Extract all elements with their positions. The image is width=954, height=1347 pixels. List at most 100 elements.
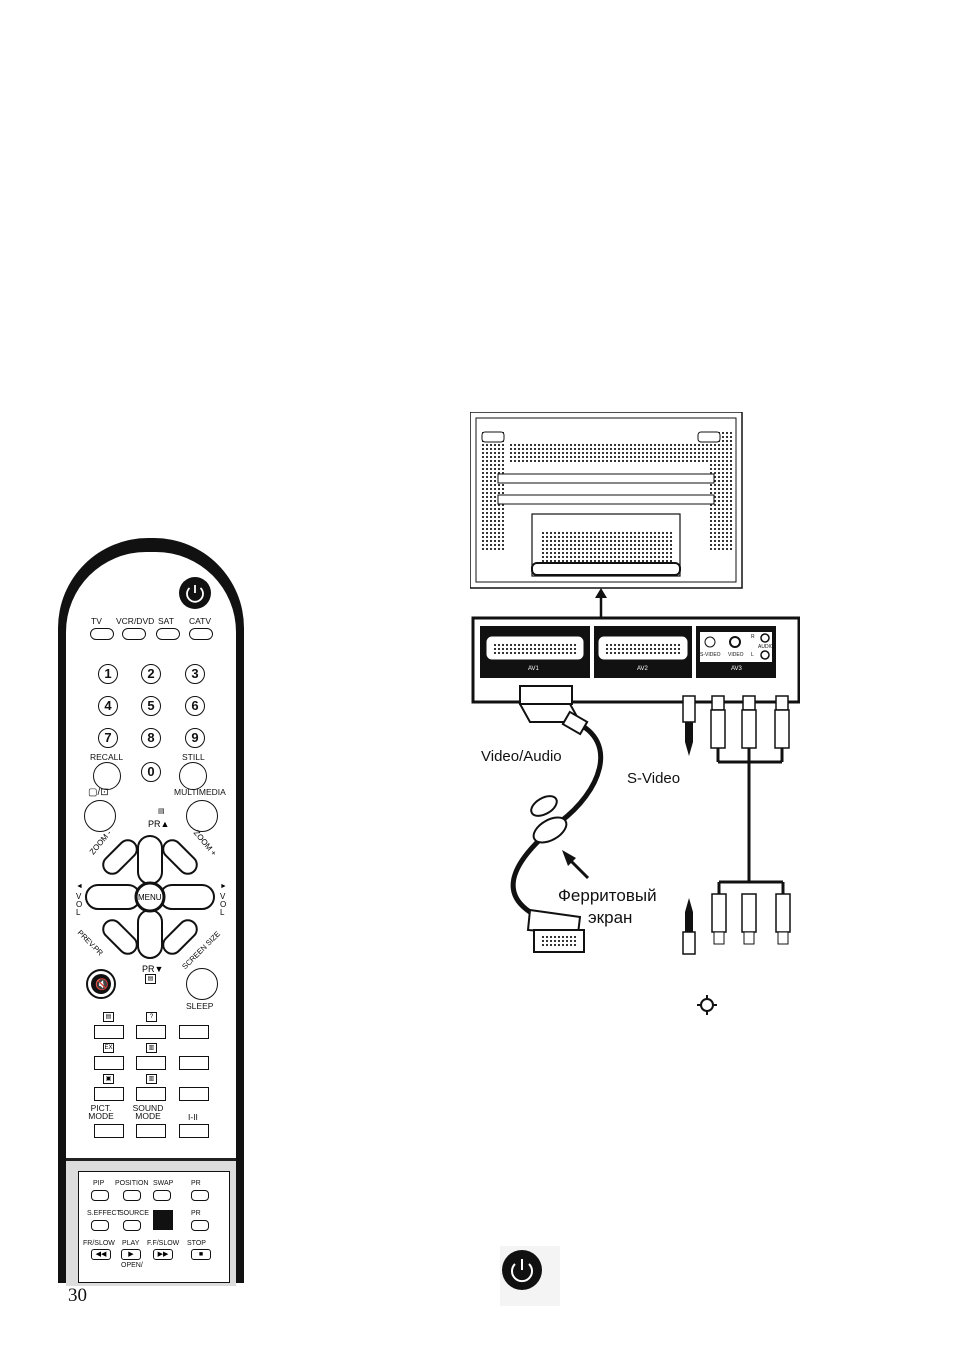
catv-button[interactable] bbox=[189, 628, 213, 640]
digit-0-button[interactable]: 0 bbox=[141, 762, 161, 782]
pr-down-label: PR▼ bbox=[142, 964, 163, 974]
sleep-label: SLEEP bbox=[186, 1001, 214, 1011]
sound-mode-label: SOUND MODE bbox=[132, 1103, 164, 1121]
digit-7-button[interactable]: 7 bbox=[98, 728, 118, 748]
teletext-button-3[interactable] bbox=[179, 1025, 209, 1039]
menu-button bbox=[134, 881, 166, 913]
svg-text:V: V bbox=[220, 892, 226, 901]
digit-9-button[interactable]: 9 bbox=[185, 728, 205, 748]
teletext-button-8[interactable] bbox=[136, 1087, 166, 1101]
tv-label: TV bbox=[91, 616, 102, 626]
sat-button[interactable] bbox=[156, 628, 180, 640]
video-audio-label: Video/Audio bbox=[481, 748, 562, 765]
pip-button[interactable] bbox=[91, 1190, 109, 1201]
svg-text:V: V bbox=[76, 892, 82, 901]
svg-text:L: L bbox=[220, 908, 225, 917]
svg-text:O: O bbox=[220, 900, 226, 909]
pr-up-small-button[interactable] bbox=[191, 1190, 209, 1201]
rewind-button[interactable]: ◀◀ bbox=[91, 1249, 111, 1260]
mute-icon: 🔇 bbox=[95, 978, 109, 991]
position-label: POSITION bbox=[115, 1180, 149, 1187]
fast-forward-button[interactable]: ▶▶ bbox=[153, 1249, 173, 1260]
svg-text:MENU: MENU bbox=[138, 893, 162, 902]
digit-3-button[interactable]: 3 bbox=[185, 664, 205, 684]
prev-pr-button bbox=[102, 919, 138, 955]
tv-button[interactable] bbox=[90, 628, 114, 640]
teletext-button-4[interactable] bbox=[94, 1056, 124, 1070]
s-effect-button[interactable] bbox=[91, 1220, 109, 1231]
source-button[interactable] bbox=[123, 1220, 141, 1231]
multimedia-label: MULTIMEDIA bbox=[174, 787, 226, 797]
vol-down-button bbox=[85, 884, 141, 910]
play-button[interactable]: ▶ bbox=[121, 1249, 141, 1260]
teletext-button-2[interactable] bbox=[136, 1025, 166, 1039]
audio-port-label: AUDIO bbox=[758, 644, 774, 650]
multimedia-button[interactable] bbox=[186, 800, 218, 832]
i-ii-label: I-II bbox=[188, 1112, 198, 1122]
teletext-button-7[interactable] bbox=[94, 1087, 124, 1101]
sound-mode-button[interactable] bbox=[136, 1124, 166, 1138]
source-label: SOURCE bbox=[119, 1210, 149, 1217]
vcr-dvd-button[interactable] bbox=[122, 628, 146, 640]
teletext-button-1[interactable] bbox=[94, 1025, 124, 1039]
screen-size-button bbox=[162, 919, 198, 955]
svg-text:ZOOM +: ZOOM + bbox=[192, 828, 219, 858]
pict-mode-label: PICT. MODE bbox=[88, 1103, 114, 1121]
r-port-label: R bbox=[751, 634, 755, 640]
teletext-size-icon: ▥ bbox=[146, 1043, 157, 1053]
digit-8-button[interactable]: 8 bbox=[141, 728, 161, 748]
swap-label: SWAP bbox=[153, 1180, 174, 1187]
digit-4-button[interactable]: 4 bbox=[98, 696, 118, 716]
catv-label: CATV bbox=[189, 616, 212, 626]
l-port-label: L bbox=[751, 652, 754, 658]
teletext-text-icon: ▤ bbox=[103, 1012, 114, 1022]
teletext-button-9[interactable] bbox=[179, 1087, 209, 1101]
teletext-icon: ▤ bbox=[145, 974, 156, 984]
settings-icon bbox=[697, 995, 717, 1015]
svg-text:O: O bbox=[76, 900, 82, 909]
recall-button[interactable] bbox=[93, 762, 121, 790]
connection-diagram: AV1 AV2 AV3 S-VIDEO VIDEO AUDIO R L Vide… bbox=[470, 412, 800, 957]
ferrite-label-line1: Ферритовый bbox=[558, 886, 657, 905]
fr-slow-label: FR/SLOW bbox=[83, 1240, 115, 1247]
digit-2-button[interactable]: 2 bbox=[141, 664, 161, 684]
play-label: PLAY bbox=[122, 1240, 140, 1247]
i-ii-button[interactable] bbox=[179, 1124, 209, 1138]
pr-label: PR bbox=[191, 1180, 201, 1187]
vol-up-button bbox=[159, 884, 215, 910]
teletext-reveal-icon: ? bbox=[146, 1012, 157, 1022]
sat-label: SAT bbox=[158, 616, 174, 626]
teletext-hold-icon: ▥ bbox=[146, 1074, 157, 1084]
digit-6-button[interactable]: 6 bbox=[185, 696, 205, 716]
svideo-port-label: S-VIDEO bbox=[700, 652, 721, 658]
sleep-button[interactable] bbox=[186, 968, 218, 1000]
teletext-button-5[interactable] bbox=[136, 1056, 166, 1070]
av1-label: AV1 bbox=[528, 666, 539, 672]
stop-button[interactable]: ■ bbox=[191, 1249, 211, 1260]
svg-text:▤: ▤ bbox=[158, 808, 165, 815]
power-button[interactable] bbox=[178, 576, 212, 610]
teletext-mix-icon: ▣ bbox=[103, 1074, 114, 1084]
pr-down-small-button[interactable] bbox=[191, 1220, 209, 1231]
pict-mode-button[interactable] bbox=[94, 1124, 124, 1138]
mute-button[interactable]: 🔇 bbox=[85, 968, 117, 1000]
av2-label: AV2 bbox=[637, 666, 648, 672]
still-button[interactable] bbox=[179, 762, 207, 790]
digit-1-button[interactable]: 1 bbox=[98, 664, 118, 684]
page-number: 30 bbox=[68, 1285, 87, 1306]
digit-5-button[interactable]: 5 bbox=[141, 696, 161, 716]
pr2-label: PR bbox=[191, 1210, 201, 1217]
position-button[interactable] bbox=[123, 1190, 141, 1201]
still-label: STILL bbox=[182, 752, 205, 762]
swap-button[interactable] bbox=[153, 1190, 171, 1201]
pr-down-button bbox=[137, 909, 163, 959]
zoom-minus-button bbox=[102, 839, 138, 875]
pip-label: PIP bbox=[93, 1180, 105, 1187]
pr-up-label: PR▲ bbox=[148, 819, 169, 829]
s-effect-label: S.EFFECT bbox=[87, 1210, 121, 1217]
black-block bbox=[153, 1210, 173, 1230]
teletext-button-6[interactable] bbox=[179, 1056, 209, 1070]
tv-av-icon: ▢/⊡ bbox=[88, 787, 109, 798]
drawer-panel: PIP POSITION SWAP PR S.EFFECT SOURCE PR … bbox=[78, 1171, 230, 1283]
tv-av-button[interactable] bbox=[84, 800, 116, 832]
